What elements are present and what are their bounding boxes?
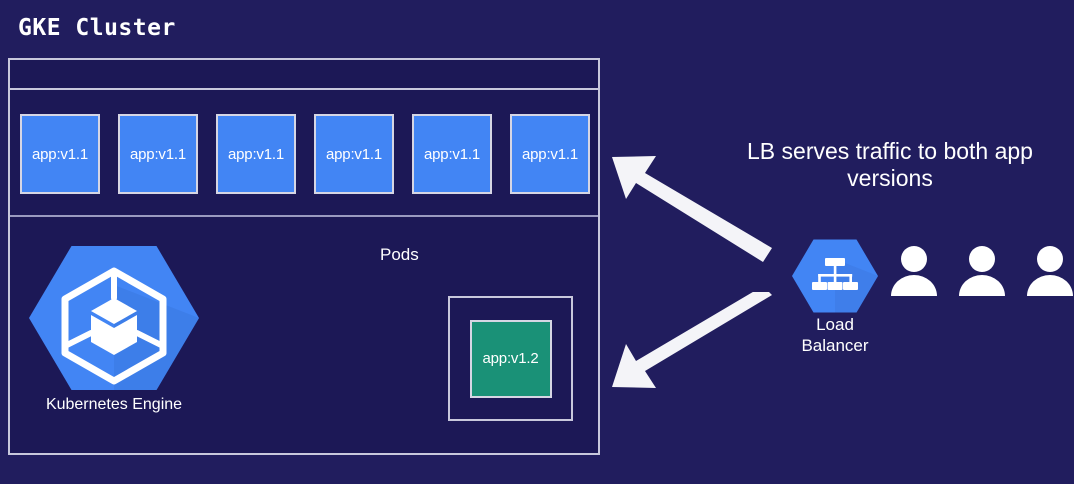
pods-label: Pods [380,245,419,264]
pod-box[interactable]: app:v1.1 [118,114,198,194]
canary-pod-container: app:v1.2 [448,296,573,421]
kubernetes-engine-group: Kubernetes Engine [25,243,203,414]
load-balancer-label-line2: Balancer [801,335,869,355]
pod-box[interactable]: app:v1.1 [412,114,492,194]
canary-pod-box[interactable]: app:v1.2 [469,319,552,398]
page-title: GKE Cluster [18,15,176,41]
lb-annotation-line2: versions [847,164,933,191]
lb-annotation-line1: LB serves traffic to both app [747,138,1033,164]
user-icon [1027,246,1073,296]
load-balancer-label-line1: Load [816,315,854,334]
arrow-to-v1-2-pod-icon [612,292,772,388]
load-balancer-label: Load Balancer [785,315,885,356]
user-icon [959,246,1005,296]
users-group [888,244,1074,296]
load-balancer-group: Load Balancer [785,238,885,356]
pod-box[interactable]: app:v1.1 [314,114,394,194]
pods-row: app:v1.1 app:v1.1 app:v1.1 app:v1.1 app:… [20,114,590,194]
load-balancer-icon [792,239,878,313]
kubernetes-engine-icon [29,246,199,390]
cluster-header-bar [10,60,598,90]
pods-row-divider [10,215,598,217]
pod-box[interactable]: app:v1.1 [510,114,590,194]
lb-annotation-text: LB serves traffic to both app versions [716,138,1064,191]
pod-box[interactable]: app:v1.1 [20,114,100,194]
kubernetes-engine-label: Kubernetes Engine [45,396,183,413]
pod-box[interactable]: app:v1.1 [216,114,296,194]
user-icon [891,246,937,296]
